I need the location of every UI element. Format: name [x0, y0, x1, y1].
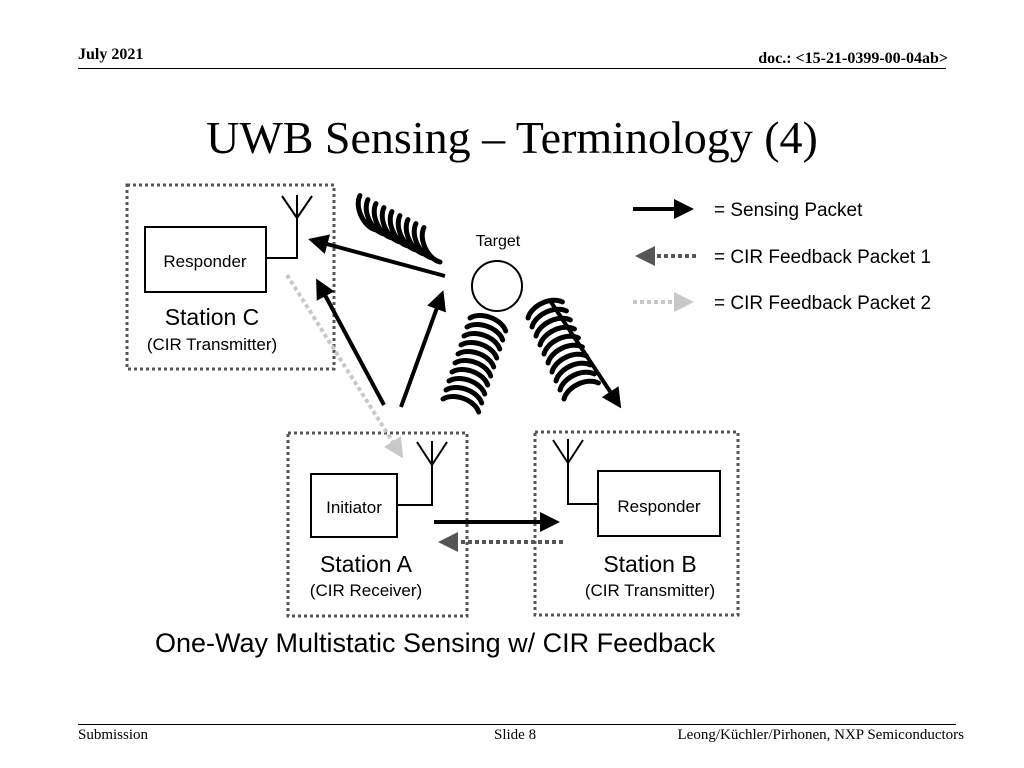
station-b-device-label: Responder [617, 497, 701, 516]
station-b-device-box [597, 470, 721, 537]
station-b-group: Responder Station B (CIR Transmitter) [533, 430, 740, 617]
station-c-boundary [125, 183, 336, 371]
target-label: Target [476, 233, 521, 250]
diagram-caption: One-Way Multistatic Sensing w/ CIR Feedb… [155, 628, 716, 658]
legend-feedback-2-label: = CIR Feedback Packet 2 [714, 293, 931, 314]
arrow-station-a-to-target [399, 290, 446, 408]
slide-title: UWB Sensing – Terminology (4) [206, 112, 818, 163]
station-a-device-label: Initiator [326, 498, 382, 517]
header-rule [78, 68, 946, 69]
station-a-group: Initiator Station A (CIR Receiver) [286, 431, 469, 618]
station-a-device-box [310, 473, 398, 538]
station-c-name: Station C [165, 304, 260, 330]
arrow-feedback-2-c-to-a [285, 273, 404, 459]
station-c-device-box [144, 226, 267, 293]
footer-slide-number: Slide 8 [494, 727, 537, 743]
target-group: Target [471, 233, 523, 312]
legend-sensing-label: = Sensing Packet [714, 200, 863, 221]
station-c-device-label: Responder [163, 252, 247, 271]
station-a-boundary [286, 431, 469, 618]
station-c-group: Responder Station C (CIR Transmitter) [125, 183, 336, 371]
incident-wave-lower-left [443, 311, 508, 412]
legend-feedback-1-label: = CIR Feedback Packet 1 [714, 247, 931, 268]
station-a-role: (CIR Receiver) [310, 581, 422, 600]
antenna-icon [397, 441, 448, 506]
reflection-wave-lower-right [525, 295, 599, 399]
arrow-station-a-to-station-c [316, 278, 386, 406]
footer-authors: Leong/Küchler/Pirhonen, NXP Semiconducto… [677, 727, 964, 743]
antenna-icon [552, 439, 598, 505]
target-circle [471, 260, 523, 312]
footer-rule [78, 724, 956, 725]
arrow-target-to-station-c [308, 234, 446, 278]
header-date: July 2021 [78, 46, 144, 63]
header-doc-id: doc.: <15-21-0399-00-04ab> [758, 50, 948, 67]
station-b-name: Station B [603, 551, 696, 577]
station-b-role: (CIR Transmitter) [585, 581, 715, 600]
footer-submission: Submission [78, 727, 149, 743]
station-a-name: Station A [320, 551, 413, 577]
legend: = Sensing Packet = CIR Feedback Packet 1… [633, 199, 931, 314]
arrow-target-to-station-b [547, 297, 622, 409]
station-c-role: (CIR Transmitter) [147, 335, 277, 354]
antenna-icon [266, 195, 313, 259]
